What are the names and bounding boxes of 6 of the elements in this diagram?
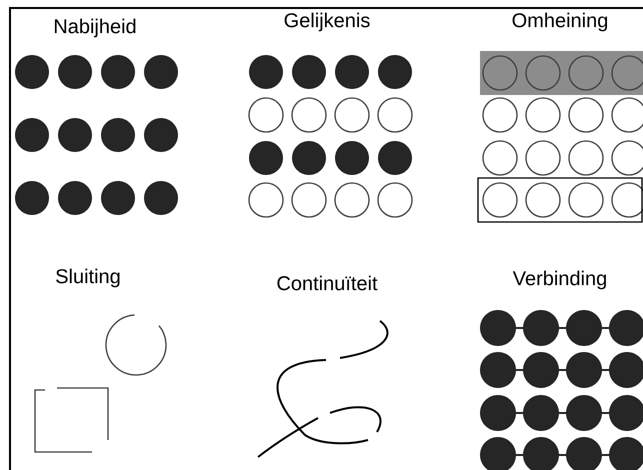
- title: Gelijkenis: [284, 12, 370, 32]
- title: Nabijheid: [54, 18, 136, 38]
- title: Verbinding: [512, 270, 606, 290]
- title: Sluiting: [56, 268, 120, 288]
- title: Omheining: [512, 12, 608, 32]
- title: Continuïteit: [277, 276, 378, 290]
